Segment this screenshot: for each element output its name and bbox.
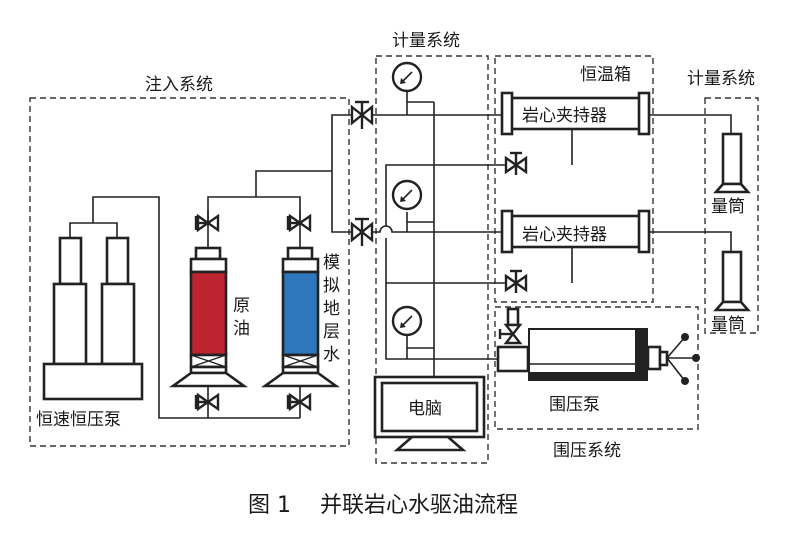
oil-label-1: 原 (233, 296, 250, 316)
injection-valve-icon[interactable] (350, 100, 374, 129)
injection-system-box (29, 97, 350, 447)
line-confining (385, 283, 503, 360)
water-label-3: 地 (323, 299, 340, 319)
injection-branch-pipe-1 (255, 114, 352, 197)
gauge-pipe-1 (406, 91, 434, 115)
valve-icon[interactable] (504, 151, 528, 175)
metering-system-center-label: 计量系统 (392, 31, 460, 51)
core-holder-2-label: 岩心夹持器 (522, 225, 607, 245)
computer-monitor (373, 375, 486, 452)
pump-label: 恒速恒压泵 (36, 410, 121, 430)
container-top-pipe (207, 196, 301, 222)
metering-system-right-label: 计量系统 (687, 69, 755, 89)
outlet-pipe-2 (649, 231, 732, 281)
oil-label-2: 油 (233, 319, 250, 339)
water-label-4: 层 (323, 322, 340, 342)
oven-label: 恒温箱 (580, 65, 631, 85)
gauge-pipe-2 (406, 212, 434, 232)
oven-box (494, 55, 654, 303)
figure-number: 图 1 (248, 493, 291, 518)
metering-system-center-box (375, 55, 489, 464)
cylinder-2-label: 量筒 (711, 315, 745, 335)
water-label-1: 模 (323, 253, 340, 273)
pressure-gauge-icon (391, 61, 423, 93)
outlet-pipe-1 (649, 114, 732, 163)
line-valve-2 (385, 238, 510, 284)
confining-pump-label: 围压泵 (549, 395, 600, 415)
gauge-pipe-3 (406, 335, 434, 359)
water-fill (281, 270, 320, 357)
valve-icon[interactable] (286, 213, 312, 233)
figure-caption: 并联岩心水驱油流程 (320, 493, 518, 518)
injection-system-label: 注入系统 (145, 75, 213, 95)
valve-icon[interactable] (286, 392, 312, 412)
oil-fill (189, 270, 228, 357)
confining-system-box (494, 306, 699, 430)
valve-icon[interactable] (504, 269, 528, 293)
confining-system-label: 围压系统 (553, 441, 621, 461)
cylinder-1-label: 量筒 (711, 197, 745, 217)
injection-valve-icon[interactable] (350, 217, 374, 246)
core-holder-1-label: 岩心夹持器 (522, 106, 607, 126)
valve-icon[interactable] (194, 392, 220, 412)
valve-icon[interactable] (498, 323, 523, 345)
water-label-2: 拟 (323, 276, 340, 296)
valve-icon[interactable] (194, 213, 220, 233)
metering-system-right-box (704, 97, 759, 334)
measuring-cylinder-2 (713, 250, 751, 312)
core-holder-1 (500, 91, 651, 165)
measuring-cylinder-1 (713, 132, 751, 194)
core-holder-2 (500, 209, 651, 283)
computer-label: 电脑 (408, 399, 442, 419)
oil-container (168, 210, 249, 418)
line-core-2 (372, 225, 503, 233)
pressure-gauge-icon (391, 179, 423, 211)
constant-pump (42, 196, 208, 419)
line-valve-1 (385, 164, 510, 226)
injection-branch-pipe-2 (331, 171, 352, 233)
confining-pump (496, 307, 700, 385)
pressure-gauge-icon (391, 305, 423, 337)
water-label-5: 水 (323, 345, 340, 365)
water-container (260, 210, 341, 418)
